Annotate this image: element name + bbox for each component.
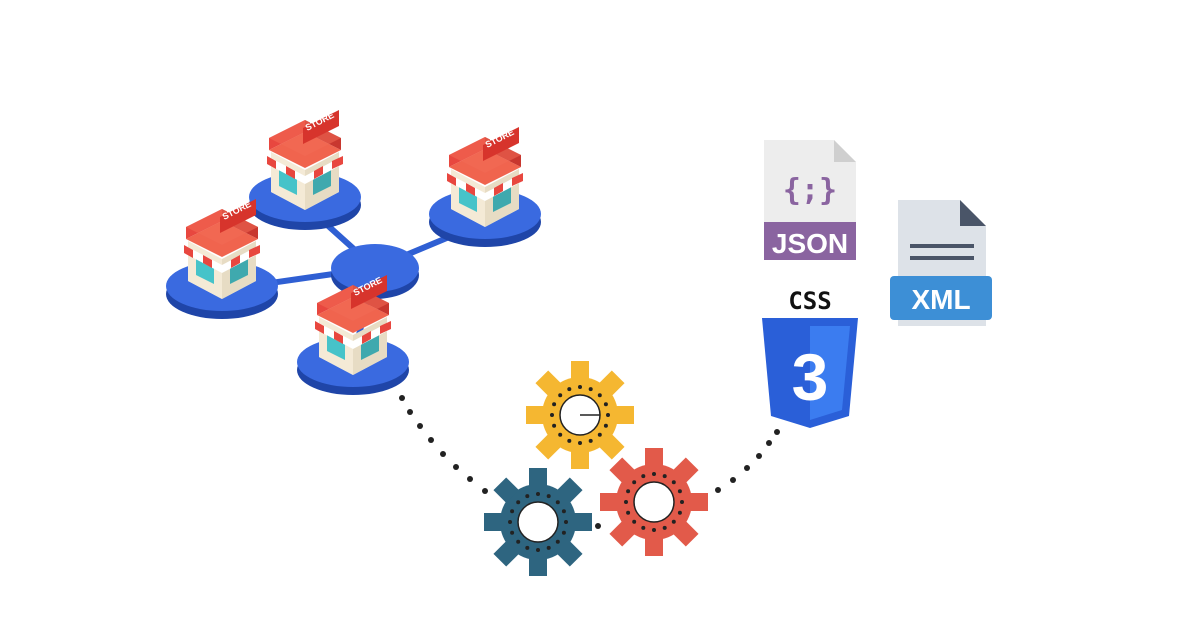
store-icon: STORE (267, 110, 343, 210)
xml-file-icon: XML (890, 200, 992, 326)
store-icon: STORE (447, 127, 523, 227)
css-label: CSS (788, 287, 831, 315)
gear-icon (600, 448, 708, 556)
json-label: JSON (772, 228, 848, 259)
gear-icon (526, 361, 634, 469)
json-symbol: {;} (783, 173, 837, 208)
xml-label: XML (911, 284, 970, 315)
gear-icon (484, 468, 592, 576)
dotted-path-left (399, 395, 488, 494)
store-icon: STORE (184, 199, 260, 299)
dotted-path-right (715, 429, 780, 493)
css-number: 3 (792, 340, 829, 414)
css3-icon: CSS 3 (762, 287, 858, 428)
store-icon: STORE (315, 275, 391, 375)
json-file-icon: {;} JSON (764, 140, 856, 260)
